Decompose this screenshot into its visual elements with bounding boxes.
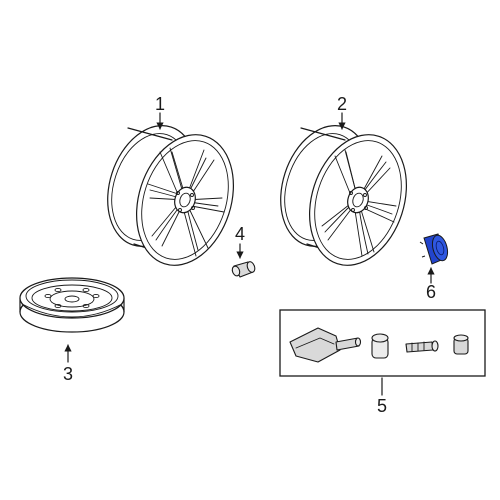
center-cap-part-6[interactable]	[419, 233, 450, 265]
tpms-kit-box-part-5	[279, 309, 486, 377]
tpms-valve-cap[interactable]	[453, 334, 469, 355]
callout-5: 5	[377, 396, 387, 416]
tpms-valve-stem[interactable]	[405, 340, 439, 353]
tpms-grommet[interactable]	[371, 333, 389, 359]
callout-1: 1	[155, 94, 165, 114]
callout-2: 2	[337, 94, 347, 114]
callout-6: 6	[426, 282, 436, 302]
alloy-wheel-part-1[interactable]	[93, 114, 250, 278]
alloy-wheel-part-2[interactable]	[266, 114, 423, 278]
spare-steel-wheel-part-3[interactable]	[19, 277, 125, 333]
callout-3: 3	[63, 364, 73, 384]
lug-nut-part-4[interactable]	[231, 261, 256, 278]
leader-lines	[64, 112, 435, 396]
tpms-sensor[interactable]	[289, 327, 362, 363]
callout-4: 4	[235, 224, 245, 244]
